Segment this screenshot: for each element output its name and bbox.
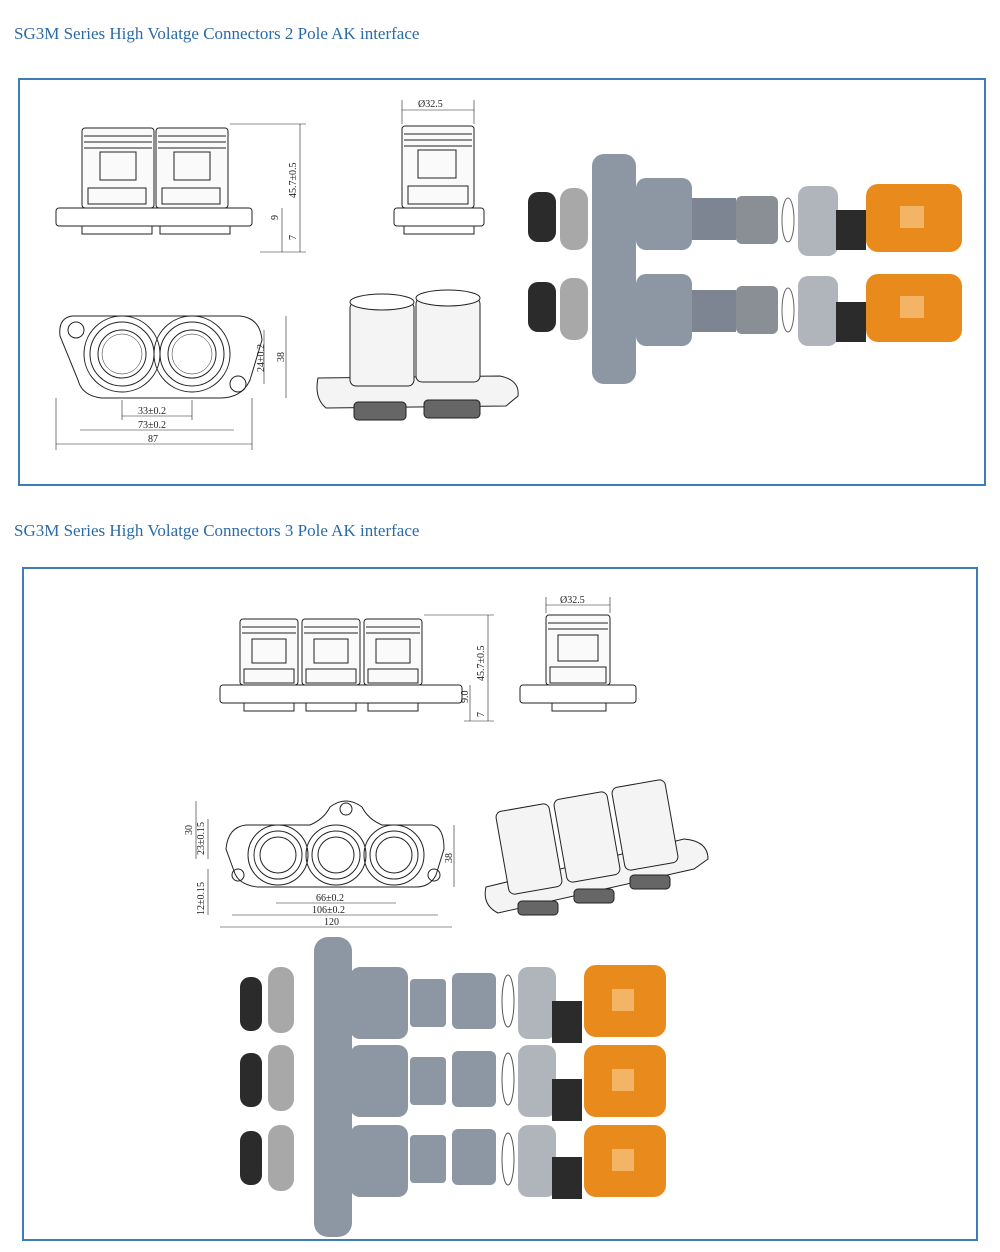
dim-w66: 66±0.2 xyxy=(316,893,344,904)
section1-drawings: 45.7±0.5 9 7 Ø32.5 33±0.2 73±0.2 87 24±0… xyxy=(55,99,962,450)
exploded-row-top xyxy=(528,154,962,384)
exploded-row-2 xyxy=(240,1045,666,1121)
dim-h9: 9.0 xyxy=(460,691,471,704)
dim-v38: 38 xyxy=(444,853,455,863)
dim-v38: 38 xyxy=(276,352,287,362)
exploded-3pole xyxy=(240,937,666,1237)
iso-view-2pole xyxy=(316,289,519,421)
side-view-2pole xyxy=(393,100,485,235)
front-view-3pole xyxy=(219,614,494,722)
dim-h7: 7 xyxy=(288,235,299,240)
dim-w120: 120 xyxy=(324,917,339,928)
dim-w73: 73±0.2 xyxy=(138,420,166,431)
plan-view-3pole xyxy=(195,800,455,928)
dim-h7: 7 xyxy=(476,712,487,717)
section2-panel: 45.7±0.5 9.0 7 Ø32.5 66±0.2 106±0.2 120 … xyxy=(22,567,978,1241)
exploded-2pole xyxy=(528,154,962,384)
dim-w33: 33±0.2 xyxy=(138,406,166,417)
plan-view-2pole xyxy=(55,315,287,450)
connector-body xyxy=(155,127,229,209)
dim-height: 45.7±0.5 xyxy=(288,163,299,199)
section1-title: SG3M Series High Volatge Connectors 2 Po… xyxy=(14,24,420,43)
dim-w87: 87 xyxy=(148,434,158,445)
iso-view-3pole xyxy=(484,779,709,916)
dim-height: 45.7±0.5 xyxy=(476,646,487,682)
dim-v23: 23±0.15 xyxy=(196,822,207,855)
section1-panel: 45.7±0.5 9 7 Ø32.5 33±0.2 73±0.2 87 24±0… xyxy=(18,78,986,486)
section2-title: SG3M Series High Volatge Connectors 3 Po… xyxy=(14,521,420,540)
front-view-2pole xyxy=(55,123,306,253)
connector-body xyxy=(81,127,155,209)
side-view-3pole xyxy=(519,597,637,712)
dim-h9: 9 xyxy=(270,215,281,220)
exploded-row-bottom xyxy=(528,274,962,346)
dim-diameter: Ø32.5 xyxy=(418,99,443,110)
dim-v24: 24±0.2 xyxy=(256,344,267,372)
exploded-row-3 xyxy=(240,1125,666,1199)
dim-v30: 30 xyxy=(184,825,195,835)
exploded-row-1 xyxy=(240,965,666,1043)
dim-v12: 12±0.15 xyxy=(196,882,207,915)
section2-drawings: 45.7±0.5 9.0 7 Ø32.5 66±0.2 106±0.2 120 … xyxy=(184,595,709,1237)
dim-w106: 106±0.2 xyxy=(312,905,345,916)
dim-diameter: Ø32.5 xyxy=(560,595,585,606)
